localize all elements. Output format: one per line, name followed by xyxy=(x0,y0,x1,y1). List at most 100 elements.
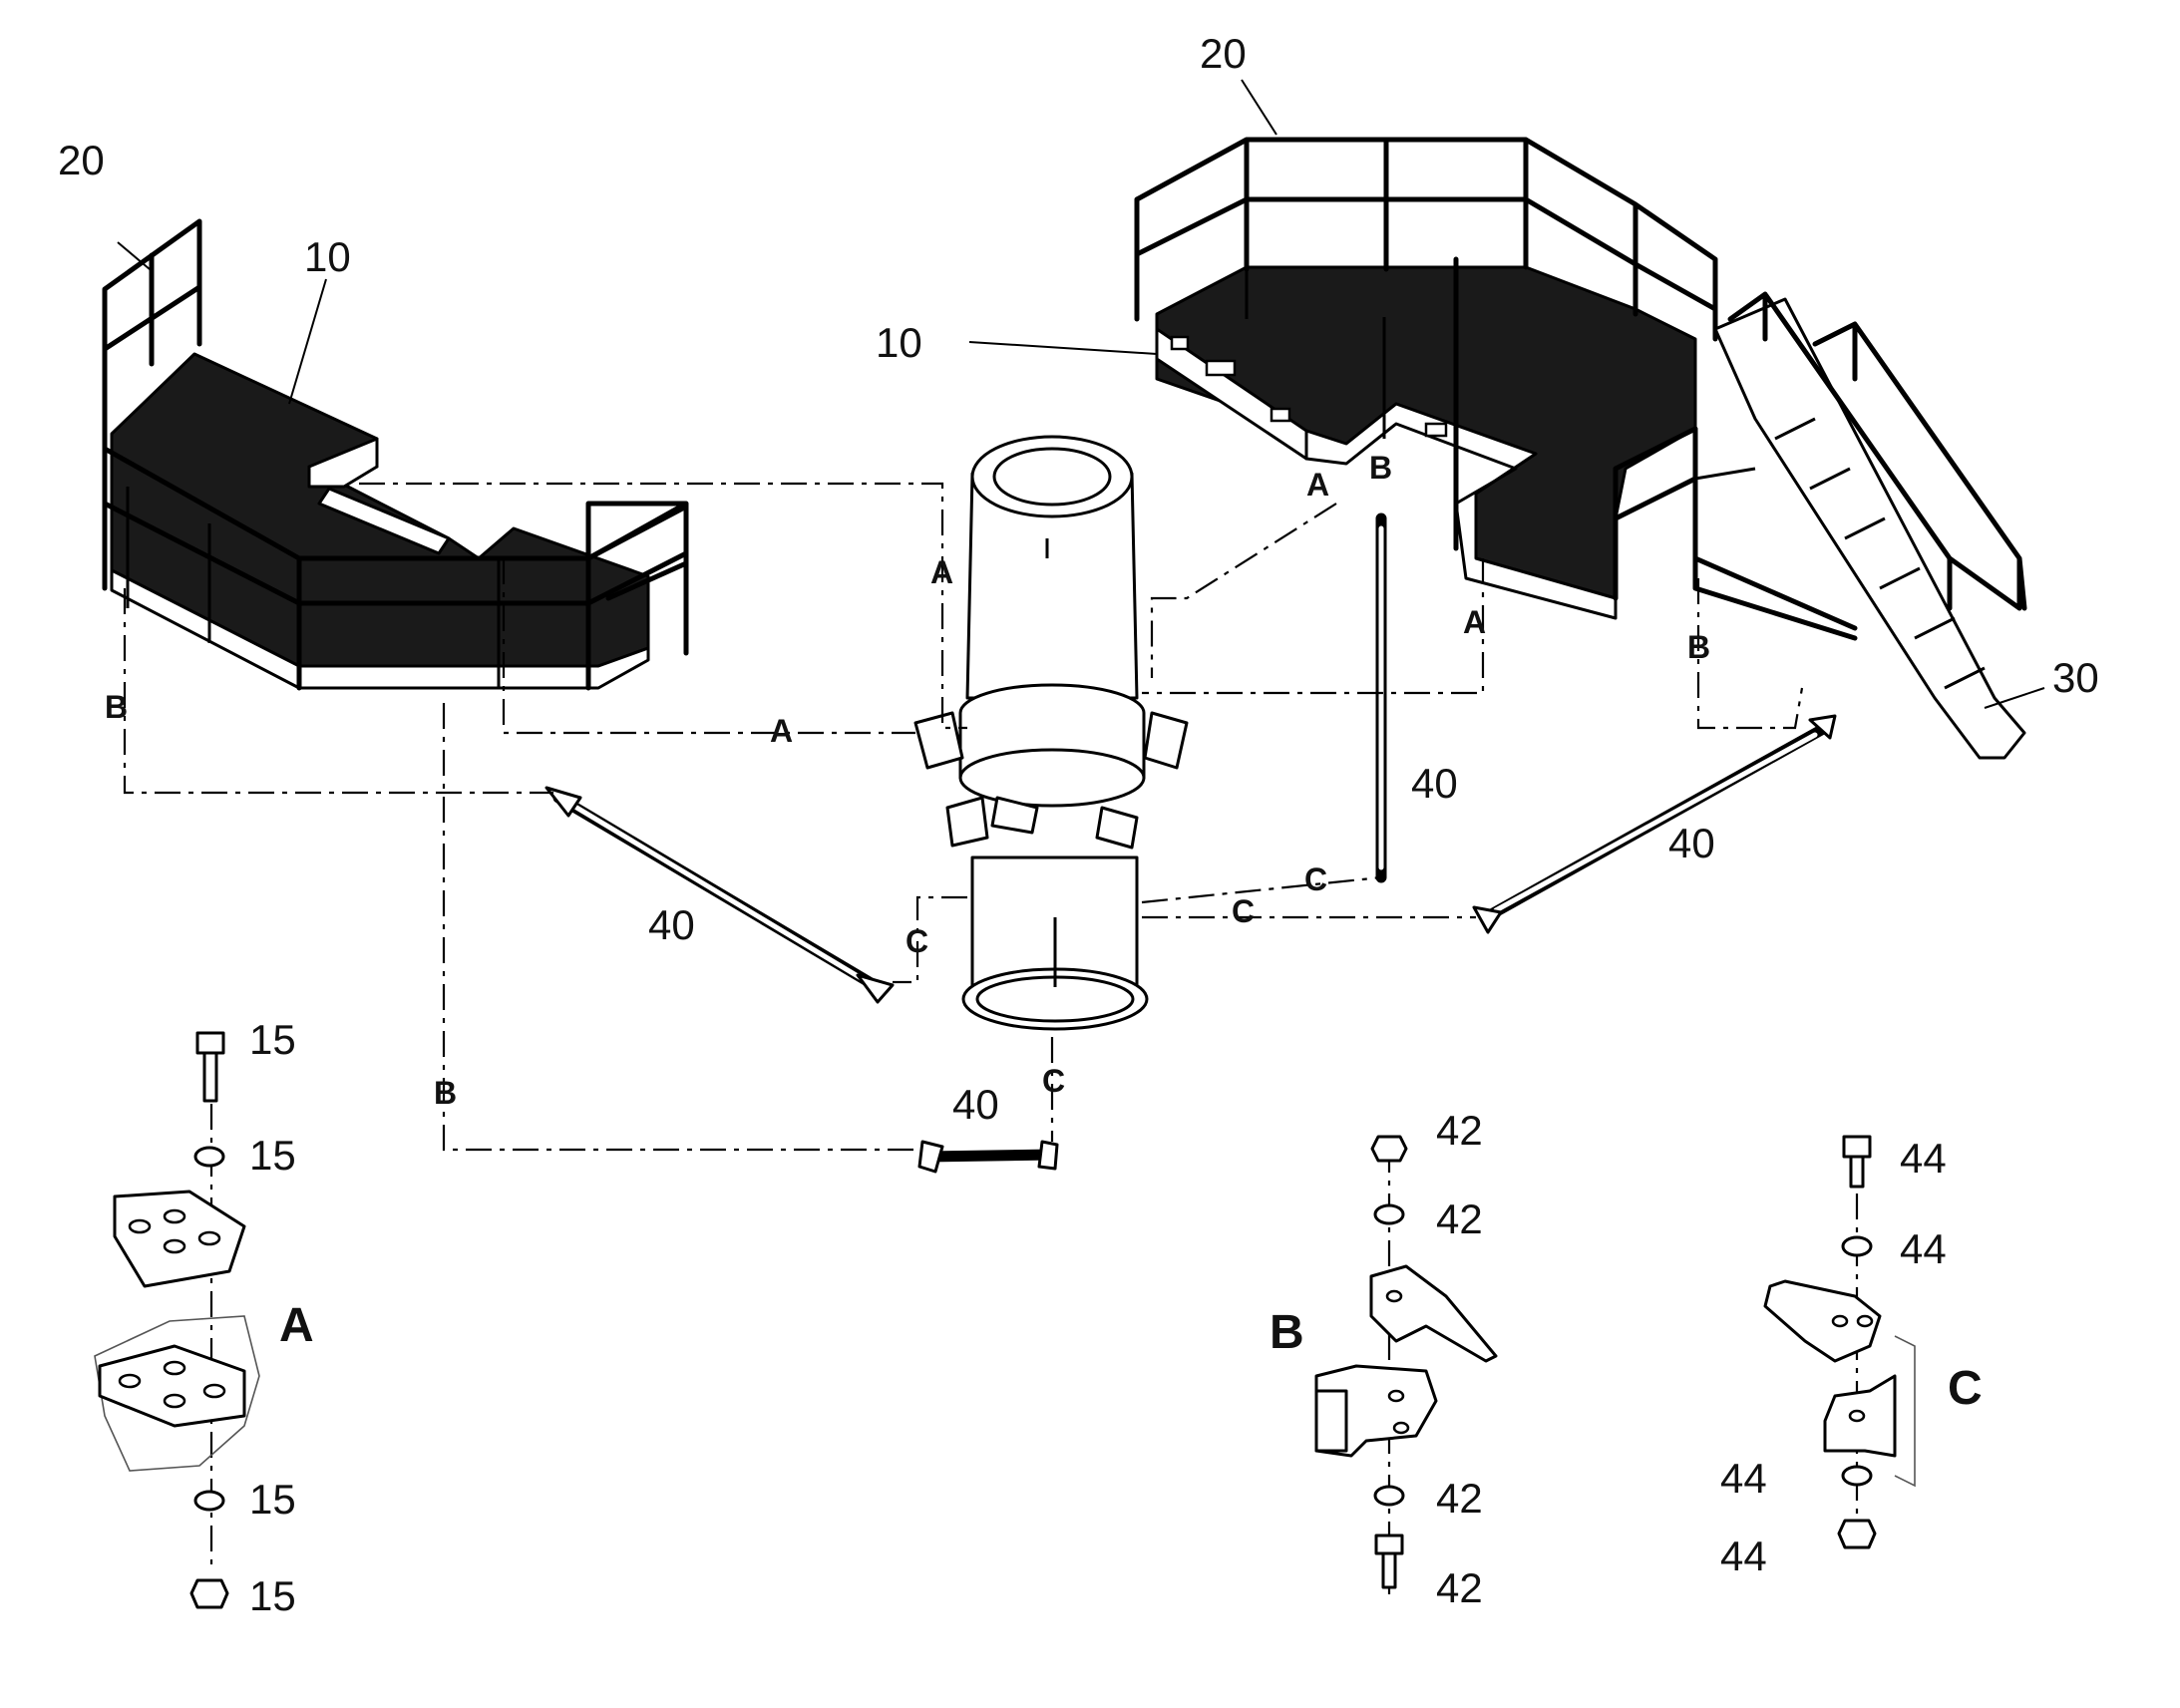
detail-c-washer-top xyxy=(1841,1235,1873,1257)
callout-10-right: 10 xyxy=(876,319,922,366)
leader-20-right xyxy=(1241,79,1277,136)
callout-20-left: 20 xyxy=(58,137,105,183)
tower-bracket xyxy=(913,711,964,770)
detail-a-part-washer-top: 15 xyxy=(249,1132,296,1179)
leader-30 xyxy=(1984,687,2045,709)
tower-bracket xyxy=(1095,806,1139,850)
detail-c-bolt-head xyxy=(1842,1135,1872,1159)
detail-b-washer-top xyxy=(1373,1203,1405,1225)
connector-b-center: B xyxy=(1369,450,1392,486)
tower-top-opening xyxy=(992,447,1112,507)
callout-40-left: 40 xyxy=(648,901,695,948)
stair-handrail xyxy=(1727,291,2027,611)
detail-a-bolt-head xyxy=(195,1031,225,1055)
line-a-mid xyxy=(502,558,915,735)
callout-40-right: 40 xyxy=(1668,820,1715,866)
tower-bracket xyxy=(1143,711,1189,770)
detail-b-part-washer-bottom: 42 xyxy=(1436,1475,1483,1522)
connection-lines xyxy=(117,79,2045,1152)
detail-c-mount-outline xyxy=(1894,1335,1916,1488)
detail-c-washer-bottom xyxy=(1841,1465,1873,1487)
left-platform-skirt xyxy=(110,568,650,690)
leader-10-left xyxy=(288,278,327,405)
detail-b-bolt-head xyxy=(1374,1534,1404,1555)
callout-20-right: 20 xyxy=(1200,30,1247,77)
detail-b-nut xyxy=(1370,1135,1408,1163)
detail-a-part-washer-bottom: 15 xyxy=(249,1476,296,1523)
leader-20-left xyxy=(117,241,151,270)
strut-left xyxy=(545,786,895,1004)
detail-b-post xyxy=(1314,1389,1348,1453)
detail-b-part-bolt: 42 xyxy=(1436,1564,1483,1611)
right-platform-skirt-front xyxy=(1304,402,1618,620)
detail-a-title: A xyxy=(279,1299,314,1352)
detail-b-bolt-shank xyxy=(1381,1551,1397,1589)
leader-10-right xyxy=(968,341,1158,355)
detail-b-upper-bracket xyxy=(1369,1264,1498,1363)
connector-c-right-strut: C xyxy=(1232,893,1255,929)
detail-a-mount-outline xyxy=(94,1315,260,1472)
line-a-top xyxy=(359,482,967,730)
right-platform-pocket xyxy=(1205,359,1237,377)
detail-c-part-nut: 44 xyxy=(1720,1533,1767,1579)
stair-assembly xyxy=(1692,291,2027,760)
tower-mid-ring-lower xyxy=(958,748,1146,808)
connector-c-below-tower: C xyxy=(1042,1063,1065,1099)
connector-a-right-top: A xyxy=(1306,467,1329,503)
detail-c-part-bolt: 44 xyxy=(1900,1135,1947,1182)
detail-a-part-bolt: 15 xyxy=(249,1016,296,1063)
detail-a-nut xyxy=(189,1578,229,1609)
detail-c-title: C xyxy=(1948,1362,1983,1415)
connector-b-bottom: B xyxy=(434,1075,457,1111)
stair-stringer xyxy=(1713,297,2026,760)
connector-b-left: B xyxy=(105,689,128,725)
detail-a-washer-bottom xyxy=(193,1490,225,1512)
left-platform-back-railing xyxy=(102,218,202,452)
strut-bottom xyxy=(917,1140,1059,1174)
connector-a-tower: A xyxy=(930,554,953,590)
detail-c-bolt-shank xyxy=(1849,1155,1865,1189)
tower-section xyxy=(913,435,1189,1031)
detail-a-lower-plate xyxy=(98,1344,246,1428)
callout-40-vertical: 40 xyxy=(1411,760,1458,807)
detail-b xyxy=(1314,1135,1498,1595)
callout-30: 30 xyxy=(2052,654,2099,701)
connector-c-left: C xyxy=(906,923,928,959)
line-b-bottom xyxy=(442,703,922,1152)
detail-c-nut xyxy=(1837,1519,1877,1549)
left-platform-step xyxy=(317,487,451,555)
connector-a-right-platform: A xyxy=(1463,604,1486,640)
left-platform-front-railing xyxy=(102,446,689,691)
left-platform-posts xyxy=(126,487,501,688)
stair-treads xyxy=(1774,417,1986,690)
line-c-left xyxy=(893,895,967,984)
detail-a xyxy=(94,1031,260,1609)
right-platform-pocket xyxy=(1170,335,1190,351)
tower-bracket xyxy=(945,796,989,848)
right-platform-pocket xyxy=(1270,407,1291,423)
line-a-right-top xyxy=(1150,503,1337,678)
line-b-right xyxy=(1696,578,1804,730)
connector-c-right-rod: C xyxy=(1304,861,1327,897)
tower-bracket xyxy=(990,796,1039,835)
detail-b-part-nut: 42 xyxy=(1436,1107,1483,1154)
detail-a-bolt-shank xyxy=(202,1051,218,1103)
detail-b-title: B xyxy=(1270,1306,1304,1359)
right-platform-front-railing xyxy=(1613,426,1698,601)
right-platform-pocket xyxy=(1424,422,1448,438)
line-b-left xyxy=(123,588,553,795)
callout-40-bottom: 40 xyxy=(952,1081,999,1128)
detail-c xyxy=(1763,1135,1916,1549)
detail-c-part-washer-bottom: 44 xyxy=(1720,1455,1767,1502)
detail-a-part-nut: 15 xyxy=(249,1572,296,1619)
detail-c-part-washer-top: 44 xyxy=(1900,1225,1947,1272)
right-platform-posts xyxy=(1245,269,1756,481)
detail-b-washer-bottom xyxy=(1373,1485,1405,1507)
detail-b-part-washer-top: 42 xyxy=(1436,1196,1483,1242)
detail-a-washer-top xyxy=(193,1146,225,1168)
detail-c-upper-bracket xyxy=(1763,1279,1882,1363)
callout-10-left: 10 xyxy=(304,233,351,280)
line-c-rod xyxy=(1141,875,1382,904)
line-a-right-platform xyxy=(1142,558,1485,695)
